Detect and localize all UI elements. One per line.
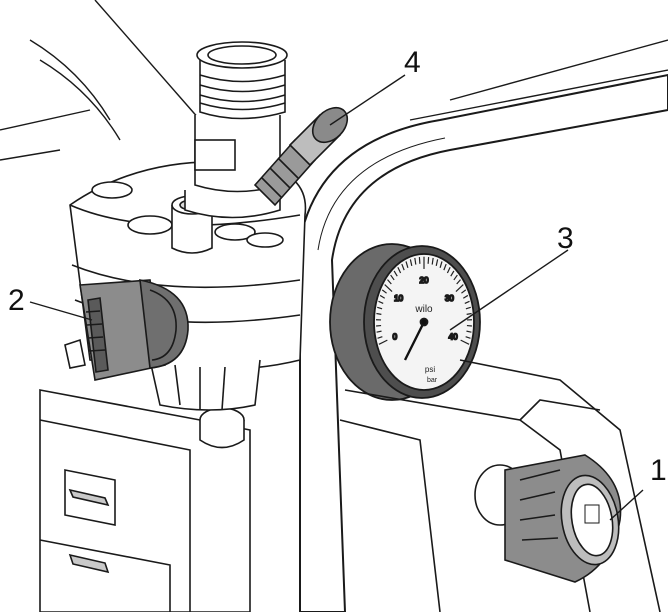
gauge-tick [397,266,402,274]
gauge-tick [390,274,395,281]
frame-lines [0,0,668,161]
callout-2-number: 2 [8,284,25,317]
gauge-tick [446,266,451,274]
callout-3-number: 3 [557,222,574,255]
pump-housing [39,389,251,612]
gauge-tick [450,270,455,277]
gauge-tick [439,261,443,268]
gauge-tick [378,300,384,304]
gauge-tick [381,289,387,294]
gauge-scale-label: 20 [420,276,429,285]
callout-1-leader [609,489,644,521]
gauge-tick [466,312,472,315]
gauge-tick [460,339,470,345]
gauge-scale-label: 40 [449,332,458,341]
gauge-tick [464,300,470,304]
gauge-scale-label: 0 [393,332,398,341]
gauge-unit-label: psi [425,365,435,374]
gauge-tick [378,339,388,345]
gauge-brand-label: wilo [414,304,433,315]
gauge-scale-label: 30 [445,294,454,303]
gauge-tick [377,306,383,310]
gauge-tick [376,330,382,333]
gauge-tick [379,294,386,299]
gauge-tick [401,263,405,271]
gauge-tick [409,259,413,267]
gauge-scale-labels: 0 10 20 30 40 [392,275,459,342]
gauge-tick [414,257,417,265]
gauge-tick [384,284,393,293]
gauge-tick [387,279,392,285]
gauge-tick [461,289,467,294]
callout-2-leader [29,301,93,321]
frame-bar [299,73,668,612]
gauge-tick [465,306,471,310]
gauge-tick [455,284,464,293]
pressure-switch-knob-icon [64,278,189,381]
pressure-gauge-icon: wilo psi bar 0 10 20 30 40 [329,243,481,401]
gauge-tick-ring [376,256,472,345]
gauge-tick [405,261,409,268]
callout-4-number: 4 [404,46,421,79]
callout-1-number: 1 [650,454,667,487]
callout-3-leader [449,249,569,331]
discharge-port [184,41,288,219]
hose-fitting-icon [253,106,349,207]
gauge-tick [376,312,382,315]
gauge-tick [453,274,458,281]
callout-4-leader [329,74,406,126]
gauge-tick [465,336,471,339]
gauge-tick [431,257,434,265]
gauge-tick [435,259,439,267]
pressure-relief-valve-icon [474,454,622,583]
callout-leaders [29,74,644,521]
gauge-tick [462,294,469,299]
gauge-scale-label: 10 [394,294,403,303]
gauge-needle [403,321,426,361]
gauge-tick [393,270,398,277]
gauge-tick [443,263,447,271]
gauge-unit-secondary-label: bar [427,377,438,384]
gauge-tick [466,330,472,333]
gauge-tick [456,279,461,285]
gauge-tick [377,336,383,339]
